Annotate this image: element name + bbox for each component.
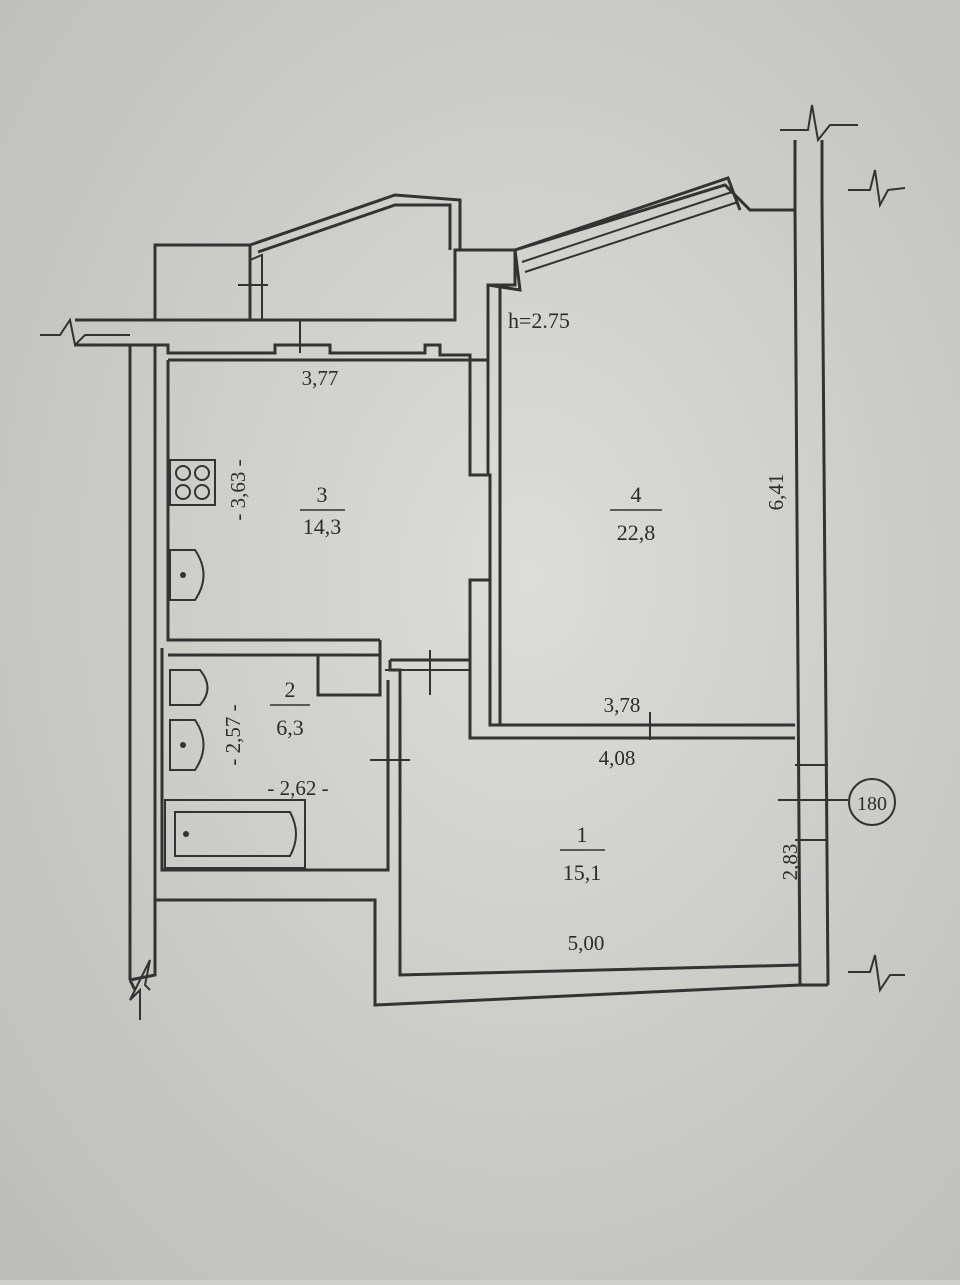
dim-kitchen-width: 3,77	[302, 366, 339, 390]
room-4-number: 4	[631, 482, 642, 507]
room-3-number: 3	[317, 482, 328, 507]
dim-hall-width-top: 4,08	[599, 746, 636, 770]
bathtub-icon	[164, 799, 306, 869]
dim-room4-width: 3,78	[604, 693, 641, 717]
room-2-number: 2	[285, 677, 296, 702]
room-2-area: 6,3	[276, 715, 304, 740]
break-marks	[40, 104, 906, 1020]
dim-hall-width-bottom: 5,00	[568, 931, 605, 955]
section-marker: 180	[848, 778, 896, 826]
dim-kitchen-depth: - 3,63 -	[226, 459, 250, 520]
room-1-area: 15,1	[563, 860, 602, 885]
room-4-area: 22,8	[617, 520, 656, 545]
stove-icon	[169, 459, 216, 506]
balcony-left	[153, 193, 462, 320]
interior-walls	[160, 285, 848, 977]
toilet-icon	[169, 669, 209, 706]
washbasin-icon	[169, 719, 205, 771]
dim-room4-depth: 6,41	[764, 474, 788, 511]
section-marker-label: 180	[857, 793, 887, 815]
ceiling-height: h=2.75	[508, 308, 570, 333]
dim-bath-depth: - 2,57 -	[221, 704, 245, 765]
balcony-right	[514, 176, 742, 273]
dim-bath-width: - 2,62 -	[267, 776, 328, 800]
kitchen-sink-icon	[169, 549, 205, 601]
room-1-number: 1	[577, 822, 588, 847]
outer-walls	[75, 140, 830, 1007]
room-3-area: 14,3	[303, 514, 342, 539]
dim-hall-depth: 2,83	[778, 844, 802, 881]
